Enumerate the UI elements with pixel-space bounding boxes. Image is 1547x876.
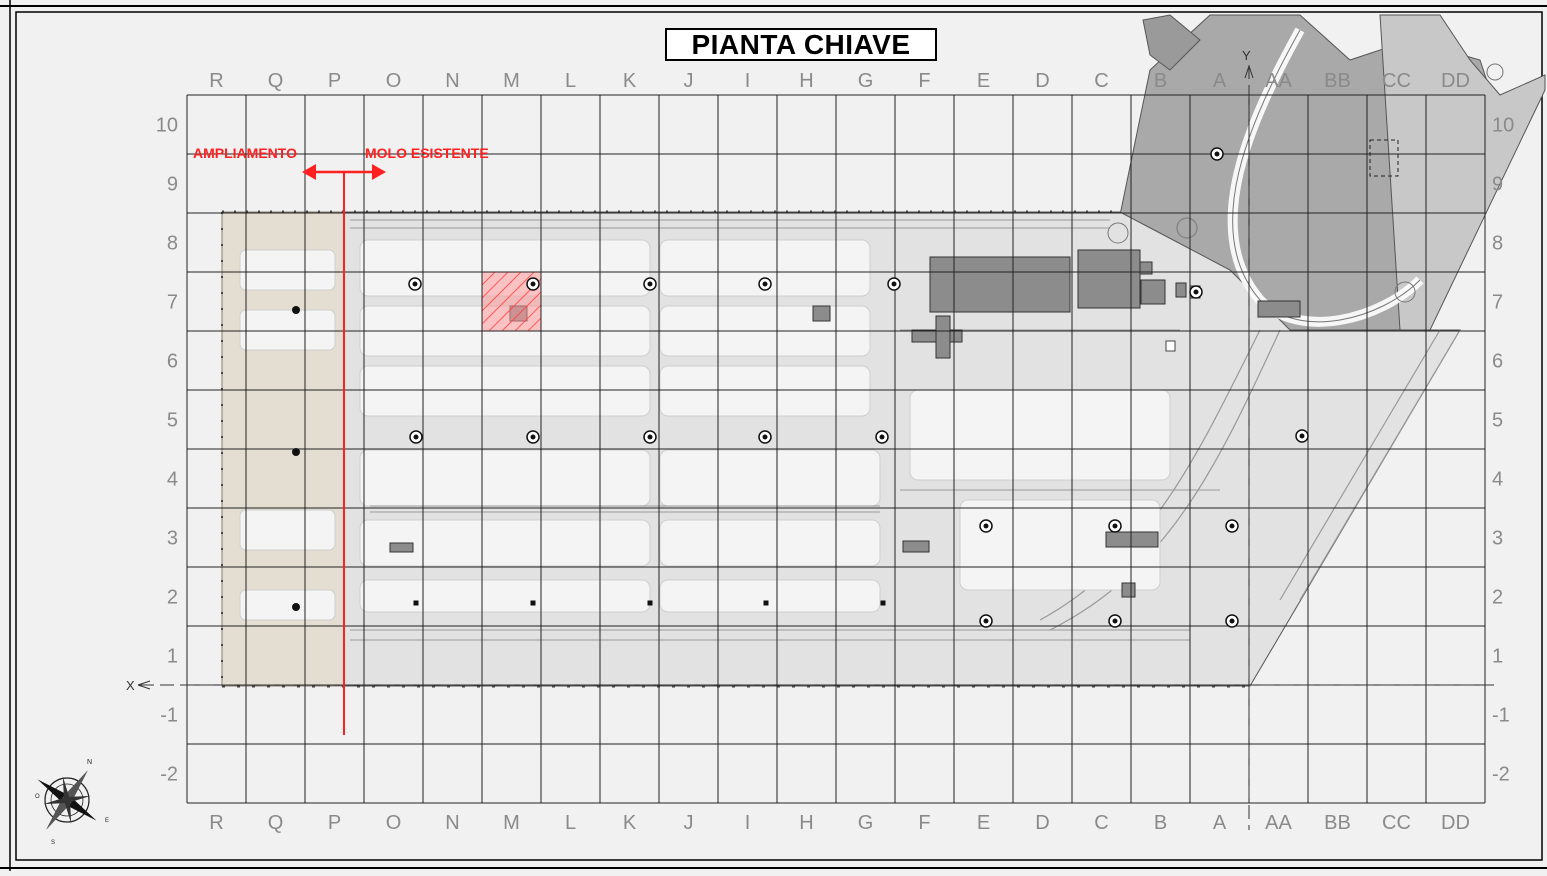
- column-label: C: [1094, 812, 1108, 834]
- column-label: D: [1035, 70, 1049, 92]
- column-label: O: [386, 70, 402, 92]
- column-label: P: [328, 812, 341, 834]
- row-labels-left: 10 9 8 7 6 5 4 3 2 1 -1 -2: [156, 115, 178, 786]
- row-label: 1: [1492, 646, 1503, 668]
- row-labels-right: 10 9 8 7 6 5 4 3 2 1 -1 -2: [1492, 115, 1514, 786]
- column-label: I: [745, 812, 751, 834]
- row-label: 7: [1492, 292, 1503, 314]
- column-label: N: [445, 812, 459, 834]
- column-label: CC: [1382, 70, 1411, 92]
- column-label: B: [1154, 70, 1167, 92]
- row-label: 2: [167, 587, 178, 609]
- compass-rose-icon: N E O S: [35, 759, 109, 846]
- bollard-icon: [880, 600, 886, 606]
- row-label: 1: [167, 646, 178, 668]
- row-label: 8: [167, 233, 178, 255]
- row-label: 6: [1492, 351, 1503, 373]
- column-label: M: [503, 812, 520, 834]
- lighting-tower-icon: [292, 306, 300, 314]
- column-label: J: [684, 812, 694, 834]
- column-label: BB: [1324, 812, 1351, 834]
- row-label: 2: [1492, 587, 1503, 609]
- bollard-icon: [763, 600, 769, 606]
- column-label: CC: [1382, 812, 1411, 834]
- row-label: 5: [167, 410, 178, 432]
- column-label: E: [977, 70, 990, 92]
- row-label: 4: [167, 469, 178, 491]
- row-label: 7: [167, 292, 178, 314]
- column-label: I: [745, 70, 751, 92]
- column-label: P: [328, 70, 341, 92]
- column-label: O: [386, 812, 402, 834]
- column-label: C: [1094, 70, 1108, 92]
- column-label: N: [445, 70, 459, 92]
- row-label: -2: [160, 764, 178, 786]
- bollard-icon: [647, 600, 653, 606]
- row-label: 10: [156, 115, 178, 137]
- column-label: A: [1213, 70, 1227, 92]
- bollard-icon: [413, 600, 419, 606]
- column-label: D: [1035, 812, 1049, 834]
- lighting-towers: [292, 147, 1309, 628]
- row-label: -2: [1492, 764, 1510, 786]
- ampliamento-label: AMPLIAMENTO: [193, 145, 297, 161]
- row-label: 3: [167, 528, 178, 550]
- column-label: L: [565, 70, 576, 92]
- column-label: F: [918, 70, 930, 92]
- row-label: 8: [1492, 233, 1503, 255]
- column-label: R: [209, 70, 223, 92]
- lighting-tower-icon: [292, 603, 300, 611]
- column-label: Q: [268, 70, 284, 92]
- row-label: -1: [160, 705, 178, 727]
- column-label: K: [623, 812, 637, 834]
- column-label: F: [918, 812, 930, 834]
- column-label: L: [565, 812, 576, 834]
- column-label: R: [209, 812, 223, 834]
- svg-text:S: S: [51, 840, 55, 846]
- lighting-tower-icon: [292, 448, 300, 456]
- column-label: E: [977, 812, 990, 834]
- page-title: PIANTA CHIAVE: [665, 28, 937, 61]
- column-label: BB: [1324, 70, 1351, 92]
- row-label: 9: [167, 174, 178, 196]
- column-label: DD: [1441, 70, 1470, 92]
- column-label: A: [1213, 812, 1227, 834]
- bollard-icon: [530, 600, 536, 606]
- svg-text:E: E: [105, 818, 109, 824]
- column-label: DD: [1441, 812, 1470, 834]
- drawing-border: [15, 11, 1543, 861]
- column-label: M: [503, 70, 520, 92]
- row-label: 9: [1492, 174, 1503, 196]
- row-label: 10: [1492, 115, 1514, 137]
- column-label: AA: [1265, 812, 1292, 834]
- svg-text:N: N: [87, 759, 92, 766]
- row-label: -1: [1492, 705, 1510, 727]
- column-label: G: [858, 812, 874, 834]
- x-axis-label: X: [126, 678, 135, 693]
- column-label: J: [684, 70, 694, 92]
- column-label: H: [799, 70, 813, 92]
- column-label: Q: [268, 812, 284, 834]
- y-axis-label: Y: [1242, 48, 1251, 63]
- column-label: AA: [1265, 70, 1292, 92]
- row-label: 6: [167, 351, 178, 373]
- row-label: 5: [1492, 410, 1503, 432]
- column-label: H: [799, 812, 813, 834]
- row-label: 3: [1492, 528, 1503, 550]
- row-label: 4: [1492, 469, 1503, 491]
- column-label: K: [623, 70, 637, 92]
- svg-text:O: O: [35, 794, 40, 800]
- column-label: B: [1154, 812, 1167, 834]
- column-label: G: [858, 70, 874, 92]
- molo-esistente-label: MOLO ESISTENTE: [365, 145, 489, 161]
- warehouse-building: [929, 256, 1071, 313]
